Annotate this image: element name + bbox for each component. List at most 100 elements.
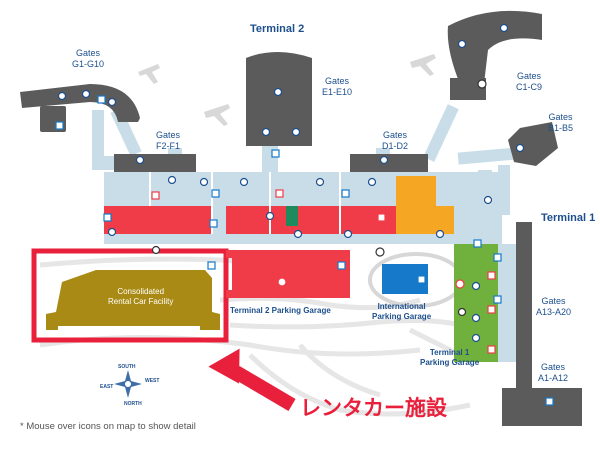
terminal-1-label: Terminal 1 — [541, 212, 596, 224]
bus-icons[interactable] — [151, 79, 487, 317]
gate-icon — [343, 229, 353, 239]
gate-icon — [107, 227, 117, 237]
gate-icon — [471, 281, 481, 291]
gates-range: D1-D2 — [382, 141, 409, 151]
gate-icon — [435, 229, 445, 239]
gates-range: E1-E10 — [322, 87, 353, 97]
restroom-icon — [493, 295, 502, 304]
terminal-1-parking-garage[interactable] — [454, 244, 516, 362]
gates-a1-label: Gates A1-A12 — [538, 362, 568, 384]
gates-title: Gates — [541, 296, 566, 306]
restroom-icons[interactable] — [55, 95, 554, 406]
t1-garage-line-2: Parking Garage — [420, 358, 480, 367]
shop-icon — [487, 345, 496, 354]
gate-icon — [167, 175, 177, 185]
gates-a13-label: Gates A13-A20 — [536, 296, 571, 318]
gate-icon — [261, 127, 271, 137]
gates-e-label: Gates E1-E10 — [322, 76, 352, 98]
gates-f-label: Gates F2-F1 — [156, 130, 180, 152]
gates-title: Gates — [156, 130, 181, 140]
concourses — [20, 10, 582, 426]
restroom-icon — [493, 253, 502, 262]
restroom-icon — [211, 189, 220, 198]
bus-icon — [477, 79, 487, 89]
rental-line-1: Consolidated — [117, 287, 165, 296]
gate-icon — [471, 333, 481, 343]
gate-icon — [499, 23, 509, 33]
restroom-icon — [341, 189, 350, 198]
rental-line-2: Rental Car Facility — [108, 297, 174, 306]
gate-icon — [199, 177, 209, 187]
restroom-icon — [473, 239, 482, 248]
parking-icon — [455, 279, 465, 289]
arrow-pointer-icon — [208, 348, 296, 412]
international-parking-garage[interactable] — [368, 252, 464, 308]
gate-icon — [293, 229, 303, 239]
gates-range: B1-B5 — [548, 123, 574, 133]
gate-icon — [471, 313, 481, 323]
restroom-icon — [545, 397, 554, 406]
gates-b-label: Gates B1-B5 — [548, 112, 573, 134]
gates-title: Gates — [76, 48, 101, 58]
gate-icon — [107, 97, 117, 107]
gate-icon — [315, 177, 325, 187]
gates-title: Gates — [325, 76, 350, 86]
gate-icon — [515, 143, 525, 153]
airplane-icon — [138, 54, 436, 126]
restroom-icon — [417, 275, 426, 284]
shop-icon — [377, 213, 386, 222]
shop-icon — [487, 271, 496, 280]
gates-range: F2-F1 — [156, 141, 181, 151]
international-garage-label: International Parking Garage — [372, 302, 431, 322]
gate-icon — [457, 39, 467, 49]
rental-annotation-label: レンタカー施設 — [300, 396, 447, 420]
bus-icon — [151, 245, 161, 255]
rental-car-facility[interactable] — [46, 270, 220, 330]
compass-west: WEST — [145, 378, 160, 384]
gate-icon — [367, 177, 377, 187]
gates-g-label: Gates G1-G10 — [72, 48, 104, 70]
gate-icon — [273, 87, 283, 97]
gate-icon — [239, 177, 249, 187]
intl-garage-line-1: International — [377, 302, 426, 311]
gates-range: A1-A12 — [538, 373, 569, 383]
restroom-icon — [103, 213, 112, 222]
map-hint-text: * Mouse over icons on map to show detail — [20, 421, 196, 432]
gate-icon — [265, 211, 275, 221]
gate-icon — [483, 195, 493, 205]
terminal-2-parking-garage[interactable] — [226, 250, 350, 298]
gates-range: G1-G10 — [72, 59, 105, 69]
restroom-icon — [207, 261, 216, 270]
gates-title: Gates — [517, 71, 542, 81]
shop-icon — [151, 191, 160, 200]
terminal-2-label: Terminal 2 — [250, 23, 305, 35]
shop-icon — [275, 189, 284, 198]
gates-title: Gates — [383, 130, 408, 140]
compass-north: NORTH — [124, 401, 142, 407]
intl-garage-line-2: Parking Garage — [372, 312, 432, 321]
gates-range: A13-A20 — [536, 307, 572, 317]
gates-title: Gates — [541, 362, 566, 372]
gates-c-label: Gates C1-C9 — [516, 71, 542, 93]
restroom-icon — [271, 149, 280, 158]
shop-icon — [487, 305, 496, 314]
gate-icons[interactable] — [57, 23, 525, 343]
gate-icon — [81, 89, 91, 99]
gate-icon — [291, 127, 301, 137]
bus-icon — [457, 307, 467, 317]
parking-icons[interactable] — [277, 277, 465, 289]
gate-icon — [135, 155, 145, 165]
bus-icon — [375, 247, 385, 257]
gates-title: Gates — [548, 112, 573, 122]
terminal-1-garage-label: Terminal 1 Parking Garage — [420, 348, 479, 368]
rental-facility-label: Consolidated Rental Car Facility — [108, 287, 173, 307]
parking-icon — [277, 277, 287, 287]
compass-rose-icon — [114, 370, 142, 398]
restroom-icon — [55, 121, 64, 130]
t1-garage-line-1: Terminal 1 — [429, 348, 470, 357]
gates-range: C1-C9 — [516, 82, 543, 92]
shop-icons[interactable] — [151, 189, 496, 354]
restroom-icon — [209, 219, 218, 228]
